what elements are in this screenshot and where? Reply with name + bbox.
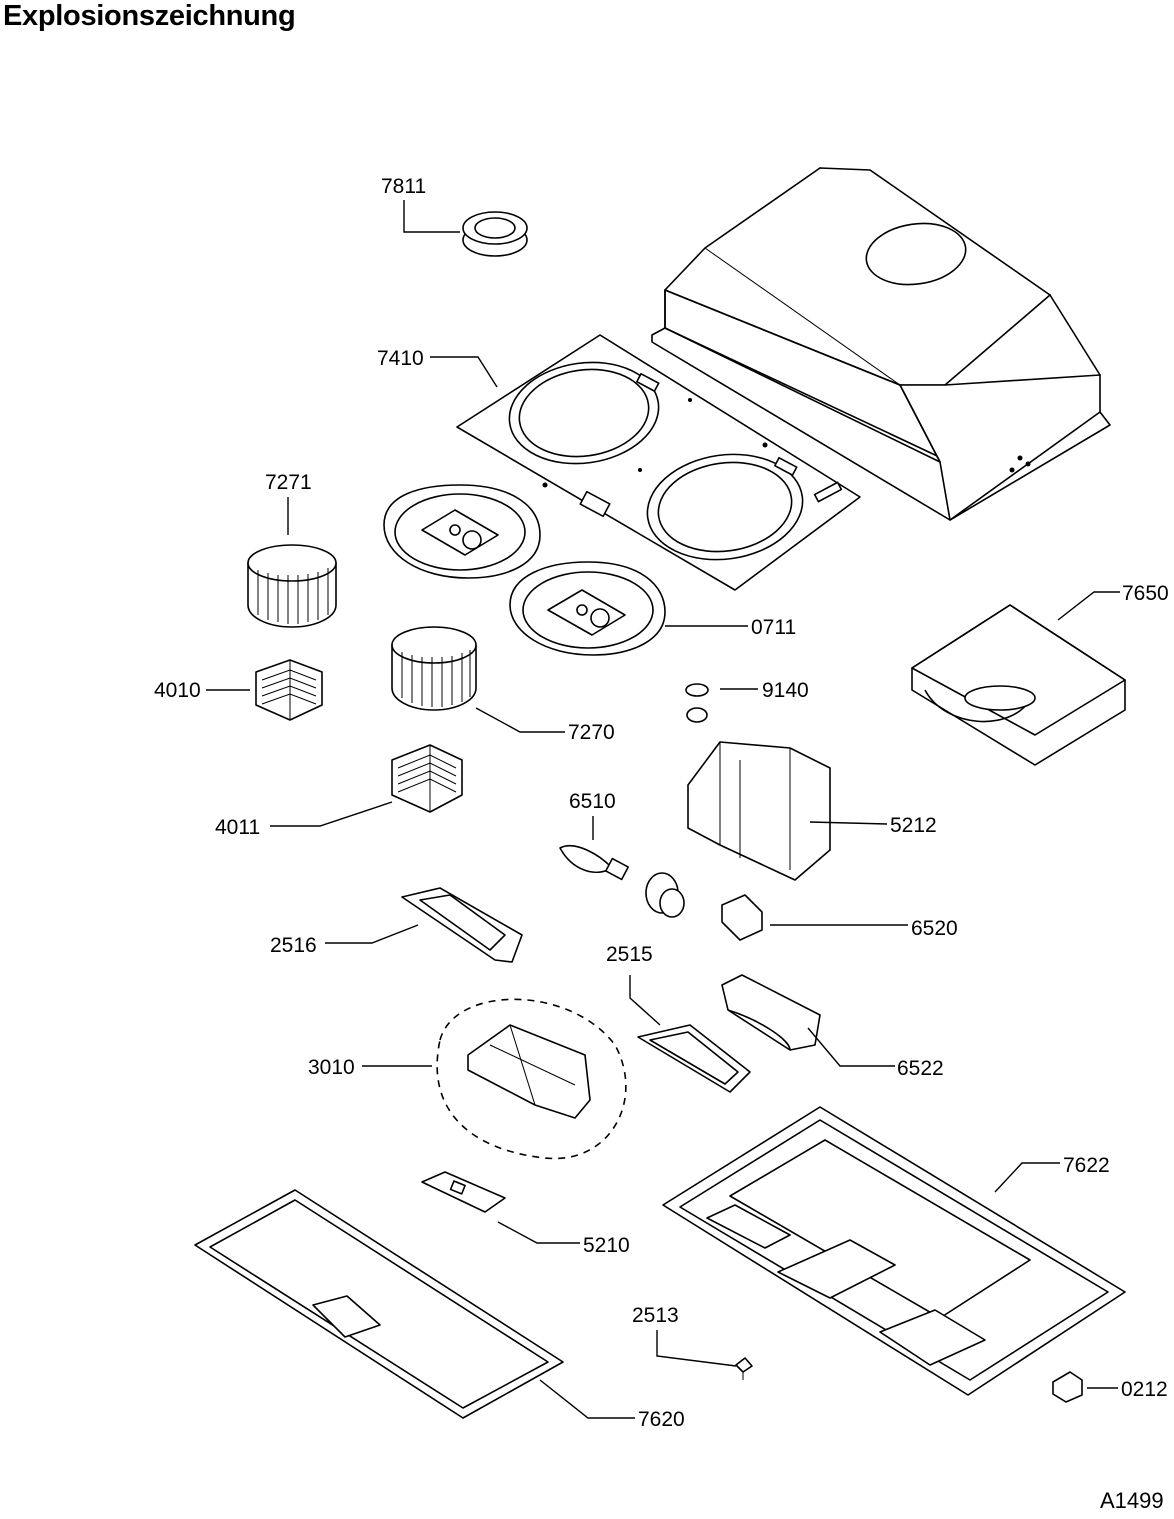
label-6520: 6520 — [911, 917, 958, 940]
lamp-cover-2516 — [401, 887, 523, 963]
fan-wheel-7270 — [391, 626, 477, 711]
label-7270: 7270 — [568, 721, 615, 744]
label-5210: 5210 — [583, 1234, 630, 1257]
grease-filter — [194, 1189, 564, 1419]
label-0212: 0212 — [1121, 1378, 1168, 1401]
lamp-6510 — [559, 845, 630, 881]
label-5212: 5212 — [890, 814, 937, 837]
fan-wheel-7271 — [247, 544, 337, 628]
lamp-holder-6522 — [721, 974, 821, 1051]
drawing-id: A1499 — [1100, 1488, 1164, 1513]
part-labels: 7811 7410 7271 4010 7270 4011 0711 7650 … — [154, 175, 1169, 1431]
lamp-socket-6520 — [721, 894, 763, 941]
page-title: Explosionszeichnung — [3, 0, 296, 32]
label-6510: 6510 — [569, 790, 616, 813]
collar-7811 — [462, 211, 528, 257]
switch-unit-3010 — [436, 998, 627, 1160]
label-7650: 7650 — [1122, 582, 1169, 605]
label-4010: 4010 — [154, 679, 201, 702]
label-7622: 7622 — [1063, 1154, 1110, 1177]
charcoal-filter-box — [911, 604, 1126, 766]
motor-mounting-plate — [456, 334, 861, 591]
circuit-board-5210 — [421, 1171, 506, 1213]
control-unit-5212 — [687, 741, 831, 881]
label-2515: 2515 — [606, 943, 653, 966]
blower-housing-right — [509, 561, 666, 656]
motor-4010 — [255, 659, 323, 721]
screw-2513 — [735, 1357, 753, 1380]
label-0711: 0711 — [751, 616, 796, 639]
bottom-frame — [662, 1106, 1126, 1396]
blower-housing-left — [383, 484, 541, 579]
label-2513: 2513 — [632, 1304, 679, 1327]
label-7271: 7271 — [265, 471, 312, 494]
switch-0212 — [1052, 1371, 1083, 1403]
lamp-cover-2515 — [637, 1024, 751, 1093]
label-7620: 7620 — [638, 1408, 685, 1431]
hood-housing — [651, 167, 1111, 521]
label-3010: 3010 — [308, 1056, 355, 1079]
grommets-9140 — [685, 683, 709, 723]
label-7811: 7811 — [381, 175, 426, 198]
label-7410: 7410 — [377, 347, 424, 370]
label-2516: 2516 — [270, 934, 317, 957]
label-9140: 9140 — [762, 679, 809, 702]
leader-lines — [206, 200, 1120, 1419]
lamp-socket-a — [645, 872, 685, 918]
label-4011: 4011 — [215, 816, 260, 839]
motor-4011 — [391, 744, 463, 813]
label-6522: 6522 — [897, 1057, 944, 1080]
